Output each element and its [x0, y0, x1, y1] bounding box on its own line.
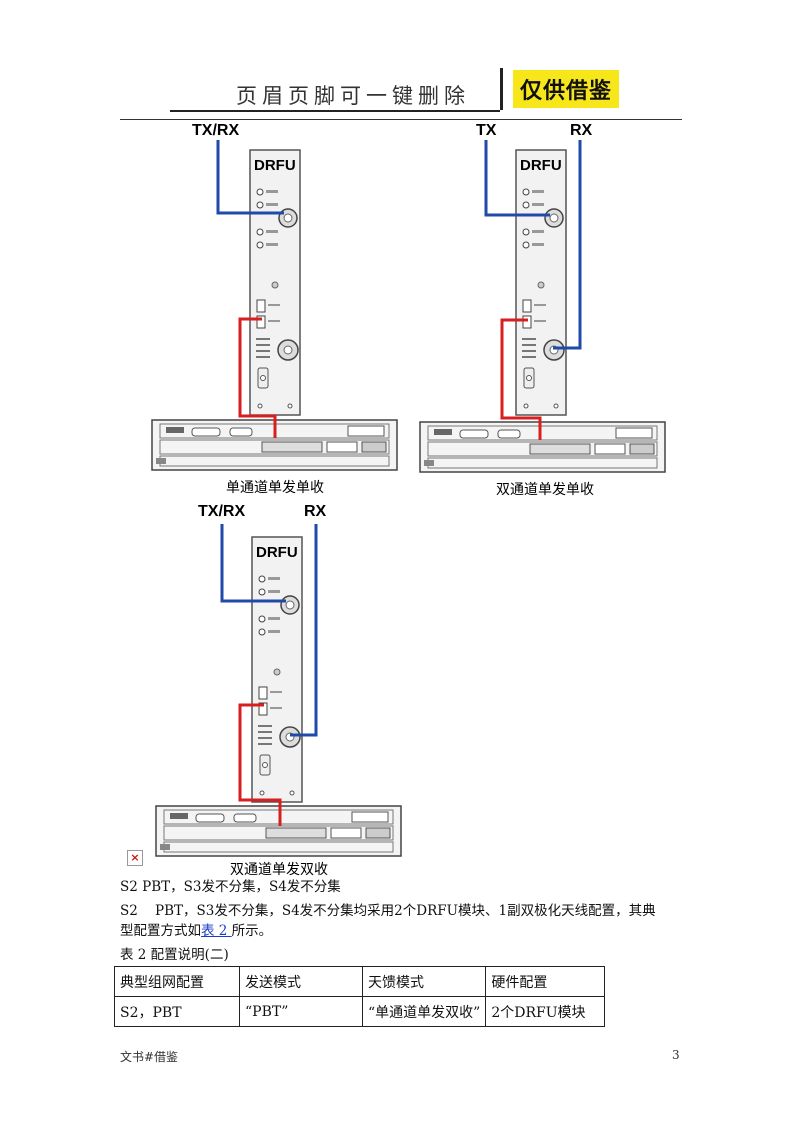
paragraph-text: 所示。	[231, 923, 273, 939]
antenna-label: TX/RX	[192, 122, 239, 139]
page-number: 3	[672, 1048, 680, 1062]
diagram-caption: 双通道单发双收	[230, 861, 328, 877]
table-cell: S2，PBT	[114, 996, 240, 1027]
table-header-cell: 硬件配置	[485, 966, 606, 997]
header-rule	[120, 119, 682, 120]
table-reference-link[interactable]: 表 2	[201, 923, 232, 939]
table-cell: “PBT”	[239, 996, 363, 1027]
drfu-diagrams: TX/RX DRFU 单通道单发单收 TX RX DRFU 双通道单发单收 TX…	[151, 122, 666, 877]
paragraph-line-2: S2 PBT，S3发不分集，S4发不分集均采用2个DRFU模块、1副双极化天线配…	[120, 903, 656, 919]
tx-label: TX	[476, 122, 497, 139]
unit-label: DRFU	[520, 157, 562, 174]
paragraph-line-3: 型配置方式如表 2 所示。	[120, 921, 272, 941]
table-header-cell: 典型组网配置	[114, 966, 240, 997]
footer-text: 文书#借鉴	[120, 1050, 179, 1064]
rx-label: RX	[570, 122, 593, 139]
table-header-cell: 天馈模式	[361, 966, 487, 997]
paragraph-line-1: S2 PBT，S3发不分集，S4发不分集	[120, 879, 341, 895]
table-row: S2，PBT “PBT” “单通道单发双收” 2个DRFU模块	[114, 996, 606, 1027]
antenna-label: TX/RX	[198, 503, 245, 520]
diagram-3: TX/RX RX DRFU 双通道单发双收	[155, 503, 402, 877]
diagram-caption: 单通道单发单收	[226, 479, 324, 495]
rx-label: RX	[304, 503, 327, 520]
table-header-row: 典型组网配置 发送模式 天馈模式 硬件配置	[114, 966, 606, 997]
header-title: 页眉页脚可一键删除	[236, 84, 470, 108]
unit-label: DRFU	[254, 157, 296, 174]
diagram-1: TX/RX DRFU 单通道单发单收	[151, 122, 398, 495]
table-caption: 表 2 配置说明(二)	[120, 947, 229, 963]
header-badge: 仅供借鉴	[513, 70, 619, 108]
table-header-cell: 发送模式	[239, 966, 363, 997]
diagram-caption: 双通道单发单收	[496, 481, 594, 497]
config-table: 典型组网配置 发送模式 天馈模式 硬件配置 S2，PBT “PBT” “单通道单…	[114, 966, 606, 1027]
diagram-2: TX RX DRFU 双通道单发单收	[419, 122, 666, 497]
broken-image-icon: ×	[127, 850, 143, 866]
table-cell: “单通道单发双收”	[361, 996, 487, 1027]
header-underline	[170, 110, 500, 112]
table-cell: 2个DRFU模块	[485, 996, 606, 1027]
header-divider	[500, 68, 503, 110]
unit-label: DRFU	[256, 544, 298, 561]
paragraph-text: 型配置方式如	[120, 923, 201, 939]
